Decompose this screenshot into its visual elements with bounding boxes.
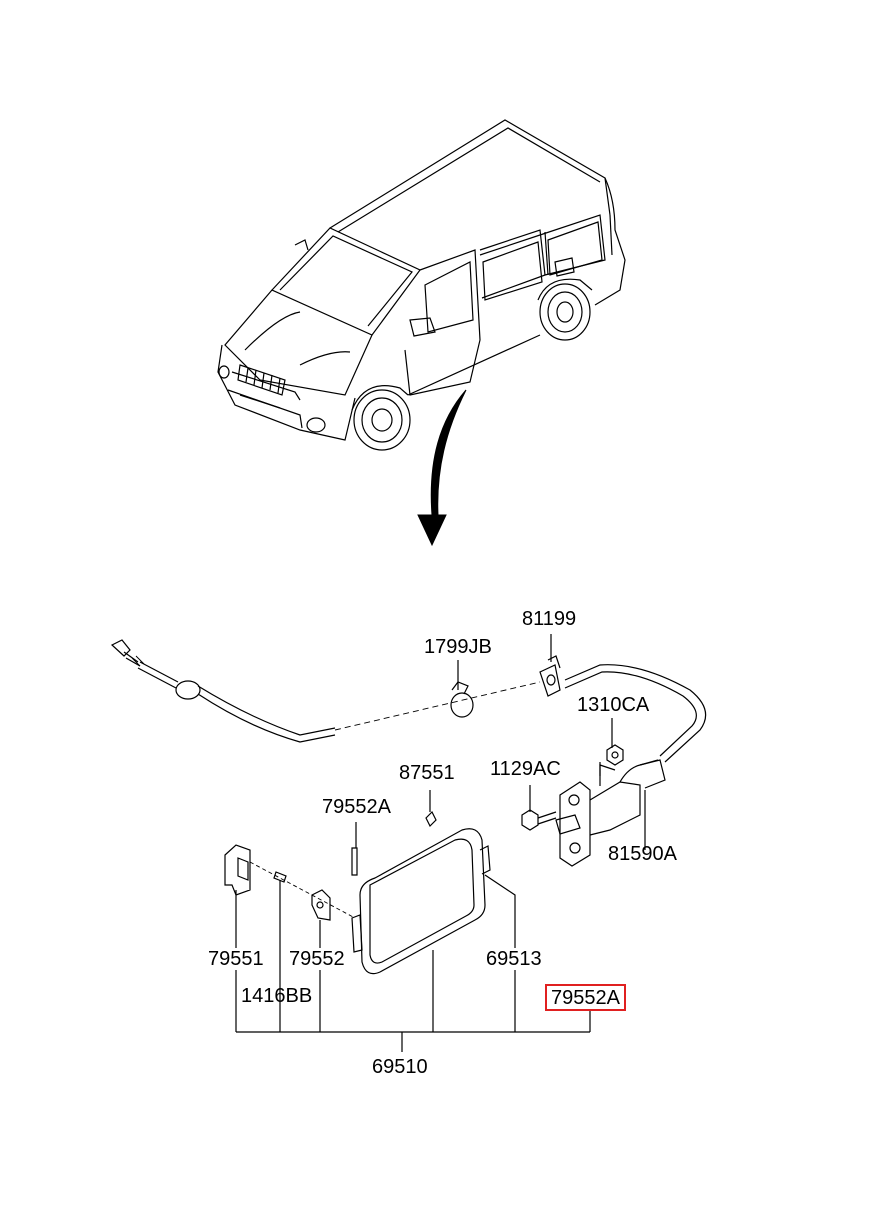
part-label-1310ca[interactable]: 1310CA: [577, 694, 650, 716]
leader-lines: [235, 634, 646, 1052]
screw-87551: [425, 810, 437, 828]
pin-79552a: [351, 847, 358, 876]
part-label-1129ac[interactable]: 1129AC: [490, 758, 561, 780]
fuel-door-lid: [359, 828, 491, 975]
clip-81199: [539, 655, 561, 697]
part-label-69513[interactable]: 69513: [486, 948, 542, 970]
part-label-1416bb[interactable]: 1416BB: [241, 985, 313, 1007]
bolt-1129ac: [521, 809, 557, 831]
part-label-81199[interactable]: 81199: [522, 608, 577, 630]
hinge-79551: [224, 844, 356, 919]
part-label-79551[interactable]: 79551: [208, 948, 264, 970]
part-label-79552[interactable]: 79552: [289, 948, 345, 970]
part-label-69510[interactable]: 69510: [372, 1056, 428, 1078]
van-illustration: [217, 119, 626, 451]
part-label-87551[interactable]: 87551: [399, 762, 455, 784]
clip-1799jb: [450, 681, 474, 718]
part-label-79552a-top[interactable]: 79552A: [322, 796, 391, 818]
part-label-1799jb[interactable]: 1799JB: [424, 636, 492, 658]
release-cable: [110, 639, 707, 763]
down-arrow-icon: [417, 389, 467, 547]
bracket-79552: [311, 889, 363, 953]
latch-actuator: [555, 759, 666, 867]
nut-1310ca: [606, 744, 624, 766]
part-label-79552a-highlighted[interactable]: 79552A: [545, 984, 626, 1011]
part-label-81590a[interactable]: 81590A: [608, 843, 677, 865]
screw-1416bb: [273, 871, 287, 883]
